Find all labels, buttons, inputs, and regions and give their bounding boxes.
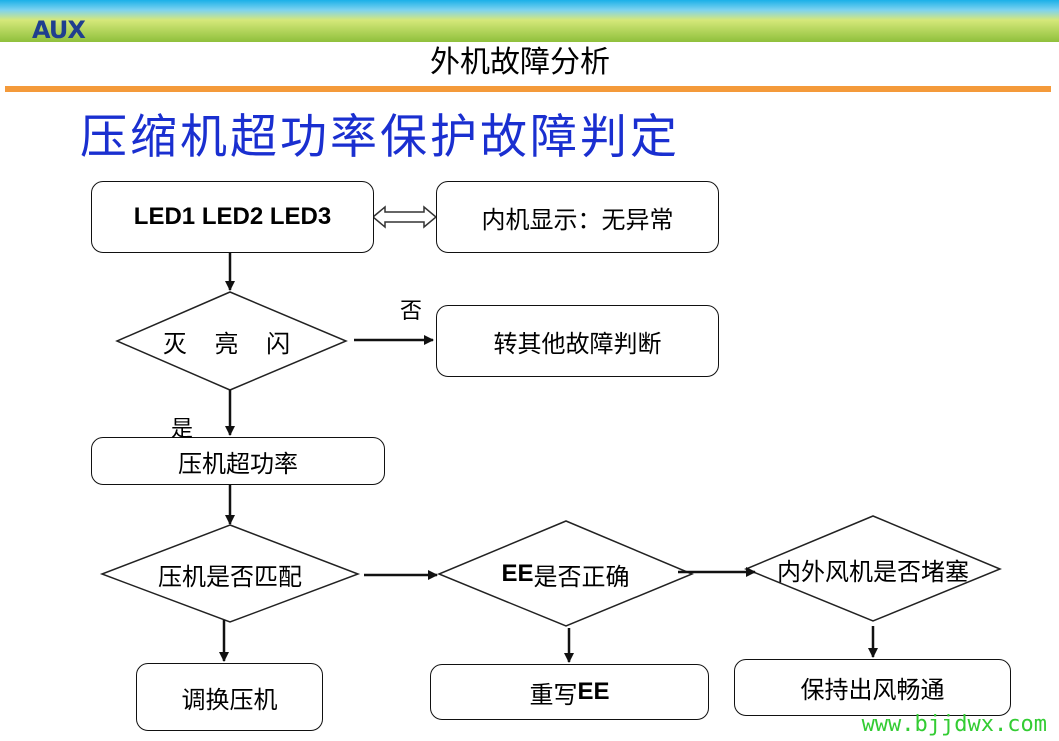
diamond-fan-blocked [744, 515, 1002, 622]
no-label: 否 [400, 299, 423, 324]
rewrite-ee-prefix: 重写 [529, 680, 578, 709]
decision-ee-suffix: 是否正确 [533, 562, 630, 591]
decision-fan-blocked-label: 内外风机是否堵塞 [777, 557, 969, 586]
compressor-overpower-label: 压机超功率 [178, 449, 298, 478]
yes-label: 是 [171, 417, 194, 442]
header-divider [5, 86, 1051, 92]
watermark-url: www.bjjdwx.com [861, 712, 1047, 737]
other-fault-label: 转其他故障判断 [493, 329, 662, 358]
decision-ee-prefix: EE [501, 560, 534, 587]
replace-compressor-label: 调换压机 [181, 685, 278, 714]
indoor-display-box: 内机显示：无异常 [436, 181, 719, 253]
indoor-display-label: 内机显示：无异常 [481, 205, 674, 234]
page-header-title: 外机故障分析 [430, 45, 610, 80]
keep-airflow-label: 保持出风畅通 [800, 676, 945, 704]
double-arrow-icon [371, 205, 438, 229]
led-indicator-box: LED1 LED2 LED3 [91, 181, 374, 253]
main-title: 压缩机超功率保护故障判定 [80, 110, 680, 165]
brand-logo: AUX [32, 16, 86, 44]
other-fault-box: 转其他故障判断 [436, 305, 719, 377]
replace-compressor-box: 调换压机 [136, 663, 323, 731]
keep-airflow-box: 保持出风畅通 [734, 659, 1011, 716]
rewrite-ee-suffix: EE [577, 678, 610, 705]
decision-compressor-match-label: 压机是否匹配 [158, 562, 302, 591]
diamond-ee-correct [437, 520, 694, 627]
header-gradient-bar [0, 0, 1059, 42]
compressor-overpower-box: 压机超功率 [91, 437, 385, 485]
led-indicator-label: LED1 LED2 LED3 [133, 203, 332, 230]
diamond-compressor-match [99, 524, 361, 623]
decision-led-label: 灭 亮 闪 [162, 329, 301, 358]
